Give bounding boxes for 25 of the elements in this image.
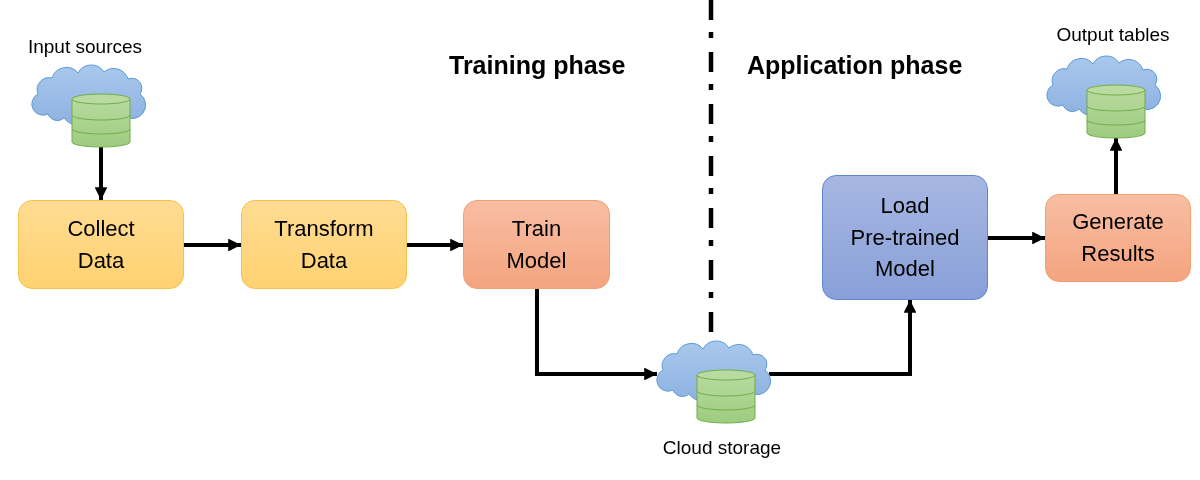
box-label: Train Model [505, 214, 568, 275]
arrow [988, 231, 1045, 245]
node-caption: Output tables [1056, 24, 1170, 47]
cloud-database-icon [657, 340, 769, 423]
arrow [535, 289, 657, 381]
process-box [822, 175, 988, 300]
arrow [184, 238, 241, 252]
arrow [94, 147, 108, 200]
process-box [241, 200, 407, 289]
cloud-database-icon [1047, 55, 1159, 138]
box-label: Transform Data [273, 214, 375, 275]
box-label: Generate Results [1071, 208, 1165, 268]
box-label: Collect Data [66, 214, 136, 275]
process-box [1045, 194, 1191, 282]
process-box [463, 200, 610, 289]
process-box [18, 200, 184, 289]
box-label: Load Pre-trained Model [849, 191, 961, 284]
cloud-database-icon [32, 64, 144, 147]
arrow [407, 238, 463, 252]
node-caption: Cloud storage [662, 437, 782, 460]
arrow [1109, 138, 1123, 194]
node-caption: Input sources [27, 36, 143, 59]
phase-heading: Application phase [747, 50, 963, 80]
phase-heading: Training phase [449, 50, 626, 80]
arrow [769, 300, 917, 376]
